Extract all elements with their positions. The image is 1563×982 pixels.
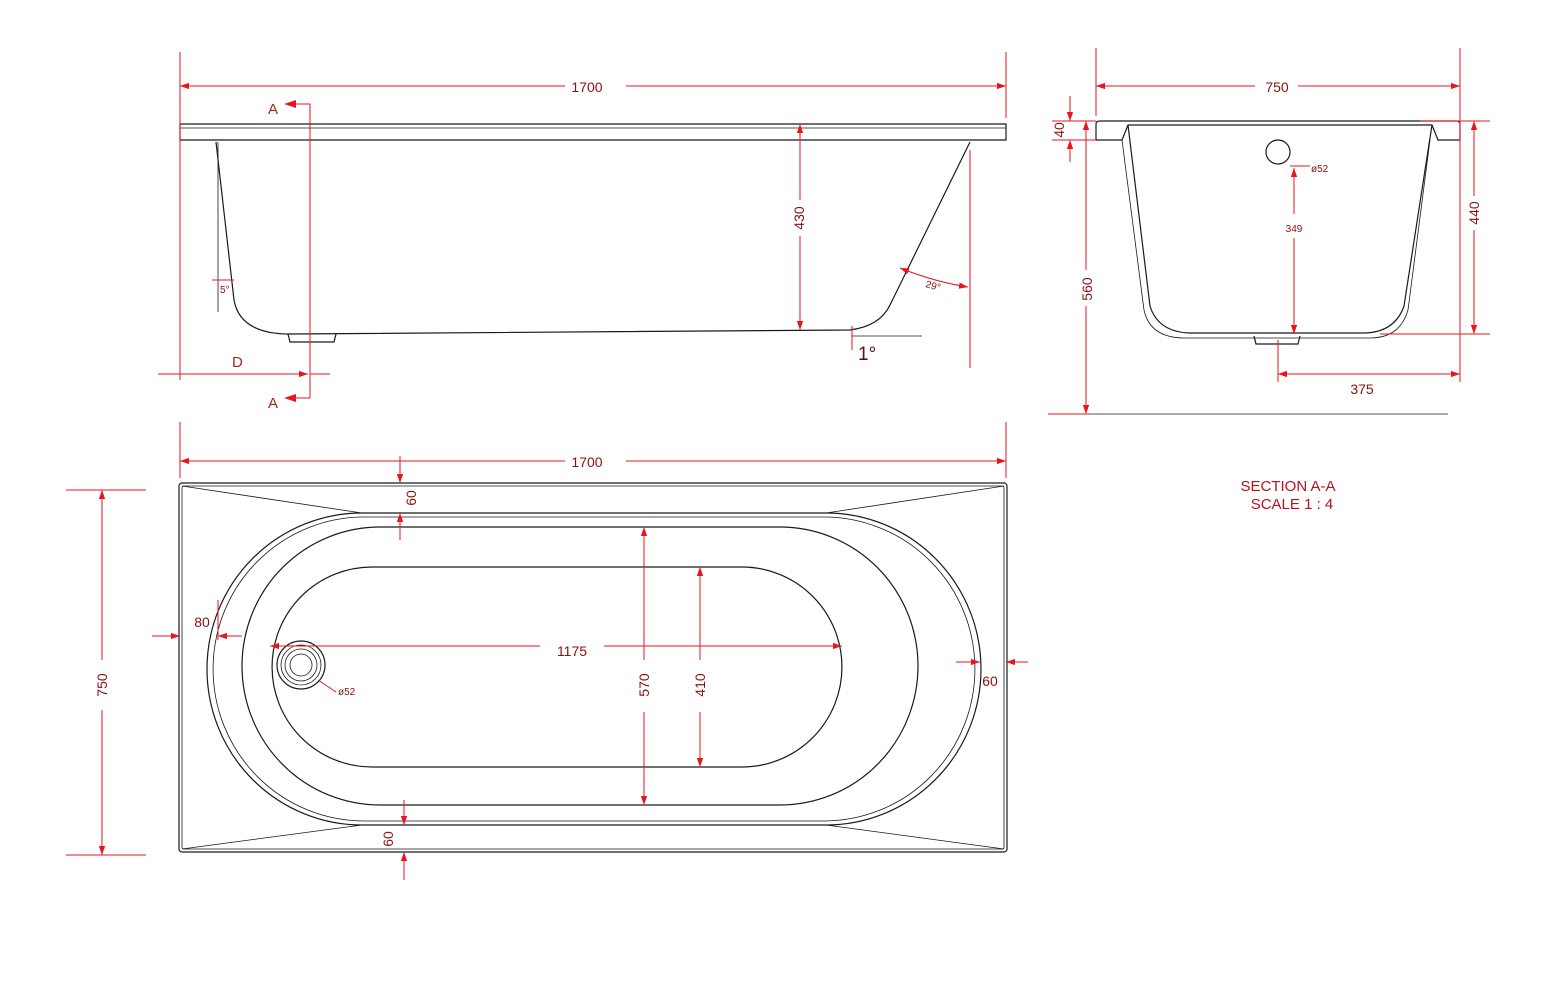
plan-view: 1700 750 60 60 80 60 1175 570 410 [66, 422, 1028, 880]
side-rim [179, 123, 1007, 141]
plan-basin-floor [271, 566, 843, 768]
inner-depth-label: 440 [1466, 201, 1482, 225]
waste-offset-label: 375 [1350, 381, 1374, 397]
side-length-label: 1700 [571, 79, 602, 95]
section-scale: SCALE 1 : 4 [1251, 496, 1334, 513]
overflow-diameter-label: ø52 [1311, 164, 1329, 175]
waste-diameter-label: ø52 [338, 687, 356, 698]
plan-width-label: 750 [94, 673, 110, 697]
plan-rim-edge [206, 512, 982, 826]
slope-angle-label: 5° [220, 285, 230, 296]
detail-d-label: D [232, 354, 243, 371]
floor-angle-label: 1° [858, 344, 876, 365]
section-marker-top: A [268, 101, 278, 118]
section-width-label: 750 [1265, 79, 1289, 95]
plan-basin-outer [241, 526, 919, 806]
section-rim [1095, 120, 1461, 140]
side-foot [287, 333, 337, 343]
side-depth-label: 430 [791, 206, 807, 230]
plan-outline [178, 482, 1008, 853]
inner-basin-width-label: 410 [692, 673, 708, 697]
side-body [215, 141, 971, 335]
top-rim-label: 60 [403, 490, 419, 506]
right-rim-label: 60 [982, 673, 998, 689]
overflow-hole [1265, 139, 1291, 165]
plan-length-label: 1700 [571, 454, 602, 470]
section-foot [1253, 335, 1301, 345]
end-angle-label: 29° [924, 279, 941, 294]
bottom-rim-label: 60 [380, 831, 396, 847]
overflow-height-label: 349 [1286, 224, 1303, 235]
section-title: SECTION A-A [1240, 478, 1335, 495]
side-elevation: 1700 430 29° 5° 1° D A A [158, 52, 1007, 412]
overall-height-label: 560 [1079, 277, 1095, 301]
outer-basin-width-label: 570 [636, 673, 652, 697]
section-inner [1127, 124, 1433, 334]
section-a-a: 750 40 560 440 349 ø52 375 SECTION A-A S… [1048, 48, 1490, 513]
inner-length-label: 1175 [557, 643, 587, 659]
left-rim-label: 80 [194, 614, 210, 630]
waste-outlet [276, 640, 326, 690]
section-marker-bottom: A [268, 395, 278, 412]
rim-thickness-label: 40 [1051, 122, 1067, 138]
